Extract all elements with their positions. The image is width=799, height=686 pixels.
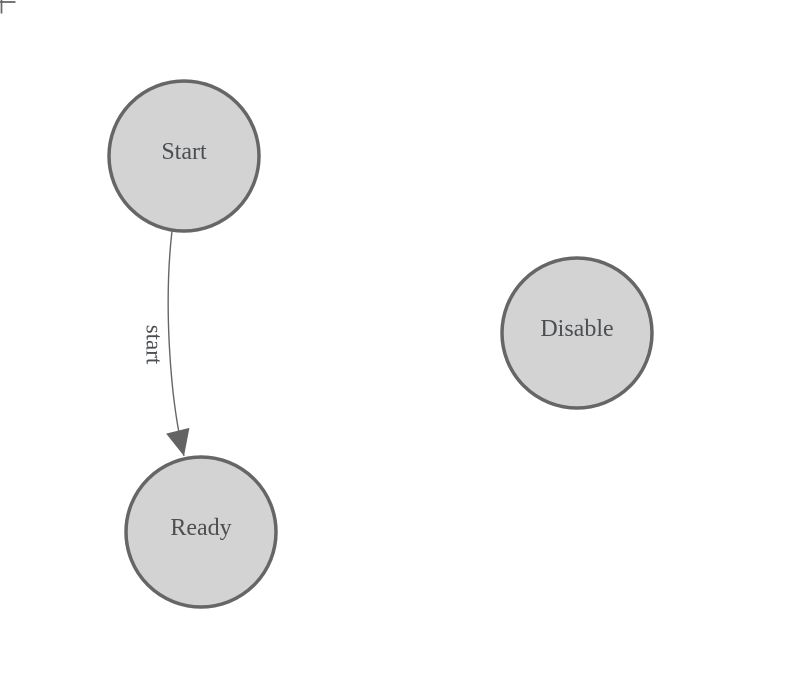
node-disable-circle[interactable] — [500, 256, 654, 410]
node-ready-label: Ready — [170, 515, 231, 541]
node-disable-label: Disable — [540, 316, 613, 342]
edge-path[interactable] — [166, 230, 190, 457]
node-disable[interactable]: Disable — [500, 256, 654, 410]
node-start-circle[interactable] — [107, 79, 261, 233]
edge-start-to-ready[interactable]: start — [142, 230, 190, 457]
node-start-label: Start — [161, 139, 207, 165]
node-start[interactable]: Start — [107, 79, 261, 233]
node-ready[interactable]: Ready — [124, 455, 278, 609]
edge-label: start — [142, 325, 167, 365]
canvas-corner-mark — [0, 0, 16, 14]
node-ready-circle[interactable] — [124, 455, 278, 609]
